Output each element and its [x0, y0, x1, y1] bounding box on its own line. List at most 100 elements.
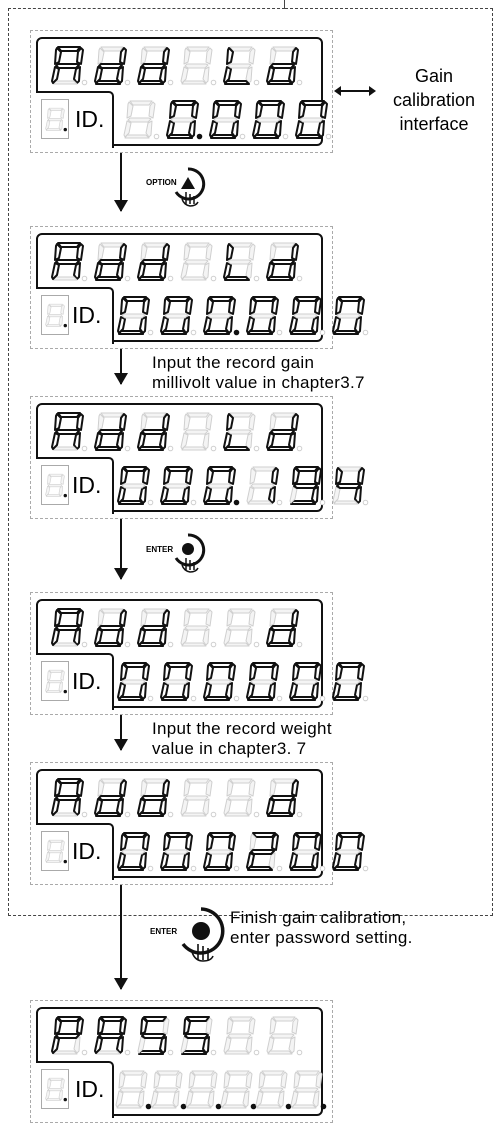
frame-top-left — [8, 8, 285, 9]
note-line: value in chapter3. 7 — [152, 739, 307, 758]
segment-digit — [161, 97, 204, 141]
segment-digit — [132, 775, 175, 819]
segment-digit — [89, 775, 132, 819]
segment-digit — [155, 659, 198, 703]
segment-digit — [46, 775, 89, 819]
segment-digit — [327, 829, 370, 873]
note-line: Input the record gain — [152, 353, 315, 372]
id-label: ID. — [72, 668, 102, 694]
segment-digit — [112, 659, 155, 703]
segment-digit — [132, 239, 175, 283]
id-indicator-digit — [41, 99, 69, 139]
blank-segment-digit — [175, 605, 218, 649]
double-arrow-icon — [334, 86, 376, 96]
note-line: Gain — [414, 66, 454, 86]
segment-digit — [89, 605, 132, 649]
segment-digit — [218, 239, 261, 283]
segment-digit — [327, 463, 370, 507]
id-label: ID. — [72, 472, 102, 498]
segment-digit — [112, 829, 155, 873]
enter-label: ENTER — [150, 927, 178, 936]
gain-calibration-note: Gain calibration interface — [380, 64, 488, 136]
display-panel-5: ID. — [30, 762, 369, 885]
enter-button-icon[interactable] — [173, 906, 225, 964]
segment-digit — [261, 775, 304, 819]
id-indicator-digit — [41, 295, 69, 335]
segment-digit — [46, 605, 89, 649]
note-line: calibration — [392, 90, 476, 110]
display-panel-3: ID. — [30, 396, 369, 519]
segment-digit — [89, 409, 132, 453]
segment-digit — [112, 463, 155, 507]
segment-digit — [46, 409, 89, 453]
segment-digit — [261, 43, 304, 87]
enter-button-icon[interactable] — [170, 532, 206, 574]
blank-segment-digit — [285, 1067, 327, 1111]
blank-segment-digit — [175, 239, 218, 283]
step-note-finish: Finish gain calibration, enter password … — [230, 908, 413, 948]
flow-arrow — [114, 885, 128, 990]
blank-segment-digit — [218, 775, 261, 819]
blank-segment-digit — [218, 1013, 261, 1057]
segment-digit — [155, 829, 198, 873]
option-button-icon[interactable] — [170, 166, 206, 208]
segment-digit — [284, 293, 327, 337]
blank-segment-digit — [118, 97, 161, 141]
note-line: enter password setting. — [230, 928, 413, 947]
note-line: Finish gain calibration, — [230, 908, 407, 927]
segment-digit — [327, 293, 370, 337]
note-line: interface — [399, 114, 469, 134]
segment-digit — [284, 659, 327, 703]
display-panel-4: ID. — [30, 592, 369, 715]
segment-digit — [327, 659, 370, 703]
segment-digit — [241, 463, 284, 507]
segment-digit — [241, 829, 284, 873]
blank-segment-digit — [175, 409, 218, 453]
segment-digit — [261, 605, 304, 649]
segment-digit — [46, 43, 89, 87]
id-label: ID. — [72, 838, 102, 864]
segment-digit — [290, 97, 333, 141]
id-label: ID. — [75, 1076, 105, 1102]
enter-label: ENTER — [146, 545, 174, 554]
segment-digit — [132, 1013, 175, 1057]
id-label: ID. — [72, 302, 102, 328]
note-line: Input the record weight — [152, 719, 332, 738]
id-indicator-digit — [41, 831, 69, 871]
incoming-connector — [284, 0, 285, 9]
segment-digit — [261, 239, 304, 283]
segment-digit — [46, 239, 89, 283]
step-note-weight: Input the record weight value in chapter… — [152, 719, 332, 759]
segment-digit — [284, 829, 327, 873]
segment-digit — [132, 409, 175, 453]
segment-digit — [112, 293, 155, 337]
blank-segment-digit — [261, 1013, 304, 1057]
id-indicator-digit — [41, 465, 69, 505]
blank-segment-digit — [250, 1067, 292, 1111]
segment-digit — [198, 463, 241, 507]
blank-segment-digit — [218, 605, 261, 649]
flow-arrow — [114, 153, 128, 212]
segment-digit — [89, 1013, 132, 1057]
blank-segment-digit — [175, 43, 218, 87]
id-indicator-digit — [41, 661, 69, 701]
display-panel-2: ID. — [30, 226, 369, 349]
flow-arrow — [114, 715, 128, 751]
segment-digit — [218, 43, 261, 87]
flow-arrow — [114, 519, 128, 580]
display-panel-6: ID. — [30, 1000, 333, 1123]
segment-digit — [204, 97, 247, 141]
step-note-gain: Input the record gain millivolt value in… — [152, 353, 365, 393]
option-label: OPTION — [146, 178, 177, 187]
frame-top-right — [285, 8, 493, 9]
segment-digit — [132, 43, 175, 87]
segment-digit — [89, 239, 132, 283]
segment-digit — [198, 659, 241, 703]
blank-segment-digit — [180, 1067, 222, 1111]
segment-digit — [241, 293, 284, 337]
segment-digit — [198, 293, 241, 337]
blank-segment-digit — [175, 775, 218, 819]
segment-digit — [218, 409, 261, 453]
blank-segment-digit — [145, 1067, 187, 1111]
note-line: millivolt value in chapter3.7 — [152, 373, 365, 392]
